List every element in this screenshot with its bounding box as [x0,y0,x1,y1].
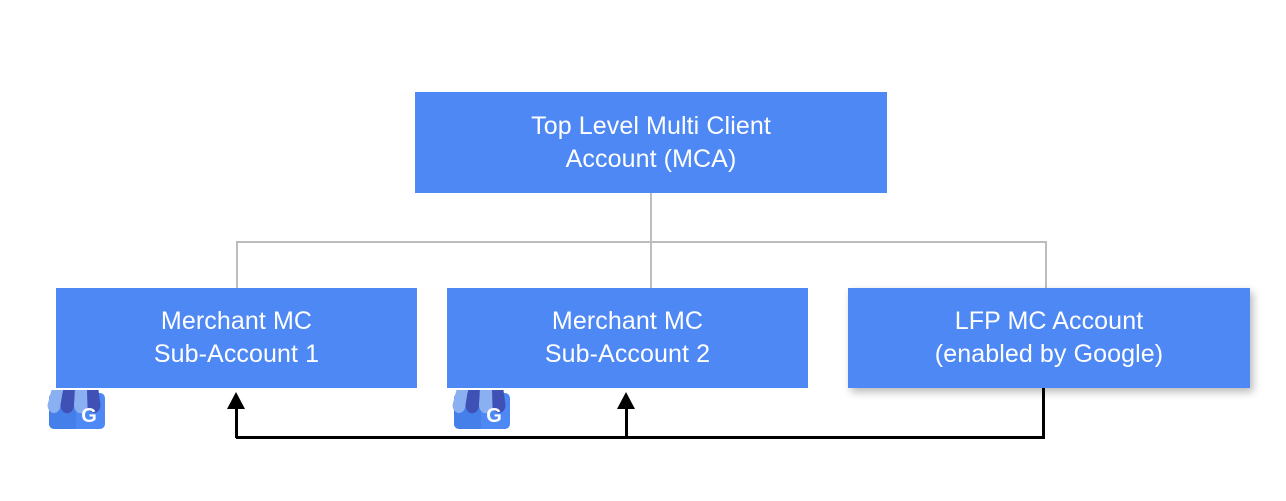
feedback-line-horizontal [236,436,1045,439]
feedback-arrowhead-sub1 [227,392,245,409]
node-mca-line1: Top Level Multi Client [531,111,771,140]
feedback-line-vertical-sub2 [625,404,628,438]
connector-horizontal-bar [236,241,1047,243]
svg-text:G: G [486,405,502,427]
node-sub2-line2: Sub-Account 2 [544,340,711,368]
svg-text:G: G [81,405,97,427]
google-my-business-icon: G [447,367,517,433]
node-merchant-mc-sub-account-1[interactable]: Merchant MC Sub-Account 1 [56,288,417,388]
node-sub1-text: Merchant MC Sub-Account 1 [154,305,319,371]
node-mca-line2: Account (MCA) [565,144,737,173]
node-sub1-line1: Merchant MC [160,307,313,335]
feedback-line-vertical-sub1 [235,404,238,438]
connector-drop-sub1 [236,241,238,289]
node-top-level-mca[interactable]: Top Level Multi Client Account (MCA) [415,92,887,193]
node-merchant-mc-sub-account-2[interactable]: Merchant MC Sub-Account 2 [447,288,808,388]
node-lfp-text: LFP MC Account (enabled by Google) [935,305,1163,371]
feedback-arrowhead-sub2 [617,392,635,409]
node-mca-text: Top Level Multi Client Account (MCA) [531,110,771,176]
connector-drop-lfp [1045,241,1047,289]
node-sub2-text: Merchant MC Sub-Account 2 [545,305,710,371]
google-my-business-icon: G [42,367,112,433]
node-lfp-line1: LFP MC Account [954,307,1144,335]
connector-root-stem [650,193,652,243]
feedback-line-vertical-right [1042,388,1045,439]
node-sub2-line1: Merchant MC [551,307,704,335]
node-lfp-line2: (enabled by Google) [934,340,1164,368]
node-lfp-mc-account[interactable]: LFP MC Account (enabled by Google) [848,288,1250,388]
connector-drop-sub2 [650,241,652,289]
node-sub1-line2: Sub-Account 1 [153,340,320,368]
